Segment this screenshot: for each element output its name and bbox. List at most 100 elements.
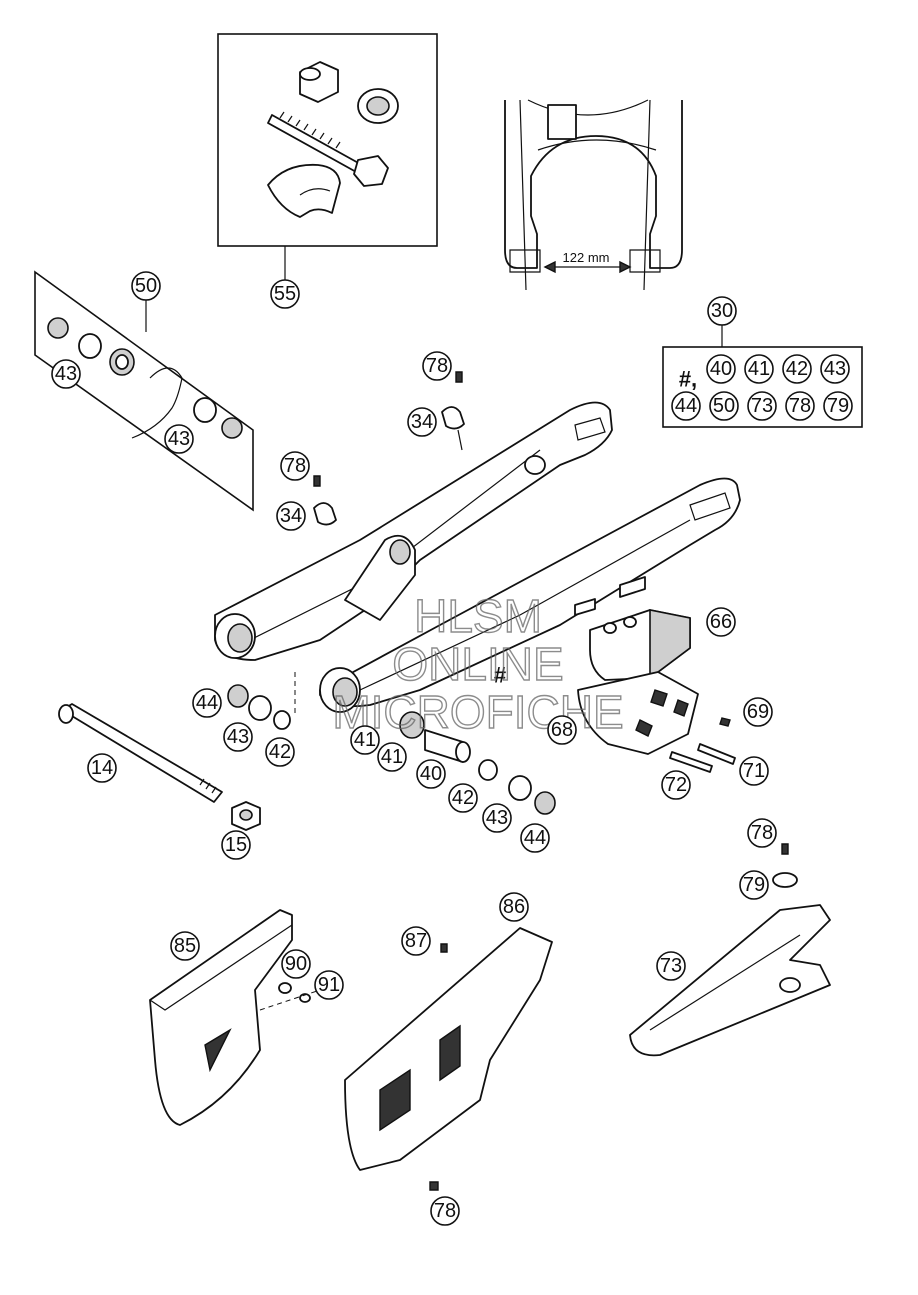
callout-90: 90 (281, 949, 311, 979)
left-pivot-stack (227, 672, 296, 730)
svg-text:68: 68 (551, 719, 573, 741)
part-55-kit-box (217, 33, 438, 280)
callout-87: 87 (401, 926, 431, 956)
svg-text:43: 43 (55, 363, 77, 385)
kit-30-item-43: 43 (820, 354, 850, 384)
svg-text:79: 79 (743, 874, 765, 896)
svg-text:71: 71 (743, 760, 765, 782)
svg-text:78: 78 (789, 395, 811, 417)
svg-text:14: 14 (91, 757, 113, 779)
pivot-bearing-parts (47, 317, 243, 439)
swingarm-drawing (214, 401, 741, 713)
svg-text:66: 66 (710, 611, 732, 633)
sprocket-guard-drawing (344, 927, 553, 1191)
guide-bolts-drawing (669, 717, 736, 773)
svg-text:72: 72 (665, 774, 687, 796)
clamp-lower-drawing (313, 475, 337, 526)
part-50-panel (34, 270, 254, 512)
svg-text:43: 43 (168, 428, 190, 450)
callout-40: 40 (416, 759, 446, 789)
svg-text:34: 34 (280, 505, 302, 527)
svg-text:43: 43 (824, 358, 846, 380)
svg-text:40: 40 (420, 763, 442, 785)
callout-69: 69 (743, 697, 773, 727)
callout-85: 85 (170, 931, 200, 961)
svg-text:50: 50 (135, 275, 157, 297)
callout-71: 71 (739, 756, 769, 786)
svg-text:86: 86 (503, 896, 525, 918)
svg-text:50: 50 (713, 395, 735, 417)
svg-text:41: 41 (354, 729, 376, 751)
bushing-drawing (299, 61, 339, 103)
svg-text:78: 78 (284, 455, 306, 477)
callout-14: 14 (87, 753, 117, 783)
callout-79: 79 (739, 870, 769, 900)
callout-55: 55 (270, 279, 300, 309)
callout-34: 34 (276, 501, 306, 531)
svg-text:41: 41 (381, 746, 403, 768)
callout-34: 34 (407, 407, 437, 437)
callout-41: 41 (350, 725, 380, 755)
callout-43: 43 (51, 359, 81, 389)
svg-text:87: 87 (405, 930, 427, 952)
svg-text:34: 34 (411, 411, 433, 433)
svg-text:44: 44 (675, 395, 697, 417)
svg-text:42: 42 (786, 358, 808, 380)
svg-text:78: 78 (751, 822, 773, 844)
bolt-drawing (267, 111, 389, 187)
callout-91: 91 (314, 970, 344, 1000)
svg-text:30: 30 (711, 300, 733, 322)
kit-prefix: #, (679, 367, 697, 392)
kit-30-item-42: 42 (782, 354, 812, 384)
svg-text:44: 44 (196, 692, 218, 714)
svg-text:69: 69 (747, 701, 769, 723)
axle-nut-drawing (231, 801, 261, 831)
svg-text:40: 40 (710, 358, 732, 380)
callout-72: 72 (661, 770, 691, 800)
callout-50: 50 (131, 271, 161, 301)
frame-dimension-drawing: 122 mm (504, 99, 683, 291)
watermark-line-1: HLSM (414, 590, 542, 642)
chain-slider-drawing (629, 843, 831, 1057)
axle-drawing (58, 703, 223, 803)
kit-30-item-44: 44 (671, 391, 701, 421)
svg-text:42: 42 (452, 787, 474, 809)
callout-78: 78 (430, 1196, 460, 1226)
svg-text:55: 55 (274, 283, 296, 305)
chain-guide-68-drawing (577, 671, 699, 755)
callout-86: 86 (499, 892, 529, 922)
callout-66: 66 (706, 607, 736, 637)
callout-30: 30 (707, 296, 737, 326)
callout-68: 68 (547, 715, 577, 745)
dimension-label: 122 mm (563, 250, 610, 265)
swingarm-hash: # (494, 663, 506, 688)
callout-43: 43 (223, 722, 253, 752)
svg-text:85: 85 (174, 935, 196, 957)
callout-42: 42 (265, 737, 295, 767)
kit-30-item-79: 79 (823, 391, 853, 421)
callout-44: 44 (192, 688, 222, 718)
right-pivot-stack (399, 711, 556, 815)
svg-text:90: 90 (285, 953, 307, 975)
kit-30-item-78: 78 (785, 391, 815, 421)
callout-78: 78 (280, 451, 310, 481)
svg-text:42: 42 (269, 741, 291, 763)
callout-78: 78 (747, 818, 777, 848)
svg-text:78: 78 (426, 355, 448, 377)
kit-30-item-50: 50 (709, 391, 739, 421)
svg-text:78: 78 (434, 1200, 456, 1222)
chain-guard-drawing (149, 909, 321, 1126)
kit-30-item-73: 73 (747, 391, 777, 421)
svg-text:73: 73 (751, 395, 773, 417)
callout-43: 43 (164, 424, 194, 454)
clamp-upper-drawing (441, 371, 465, 451)
callout-41: 41 (377, 742, 407, 772)
svg-text:79: 79 (827, 395, 849, 417)
callout-15: 15 (221, 830, 251, 860)
callout-44: 44 (520, 823, 550, 853)
bearing-drawing (357, 88, 399, 124)
svg-text:44: 44 (524, 827, 546, 849)
svg-text:41: 41 (748, 358, 770, 380)
chain-guide-66-drawing (589, 609, 691, 681)
svg-text:43: 43 (486, 807, 508, 829)
